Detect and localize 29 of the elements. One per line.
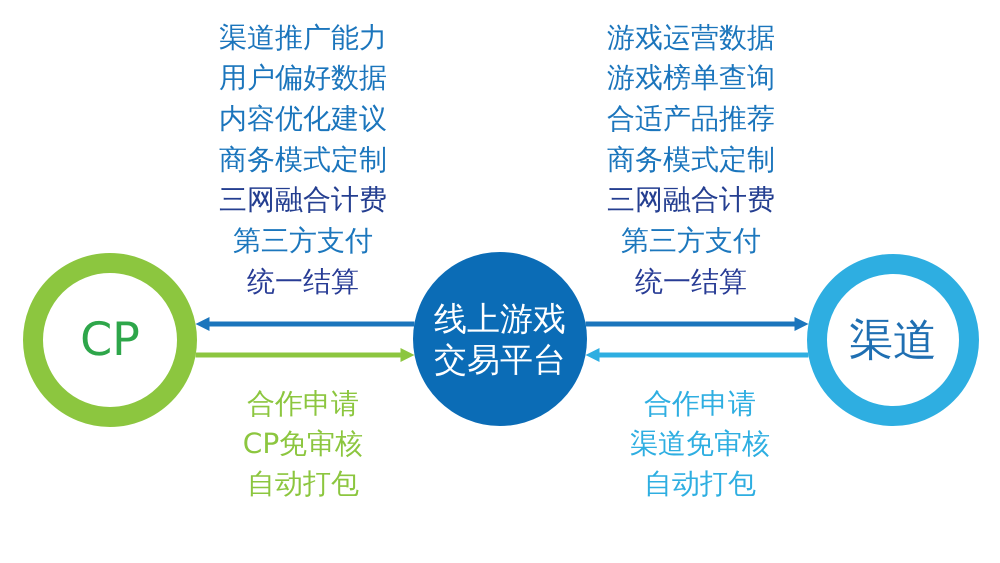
list-text: 三网融合计费	[607, 183, 775, 217]
list-text: 渠道推广能力	[219, 21, 387, 55]
node-label: 渠道	[849, 314, 937, 368]
arrow	[196, 348, 414, 362]
arrow	[586, 348, 808, 362]
list-text: 游戏榜单查询	[607, 61, 775, 95]
list-text: 自动打包	[644, 467, 756, 501]
list-text: 统一结算	[247, 265, 359, 299]
list-text: 三网融合计费	[219, 183, 387, 217]
list-text: 统一结算	[635, 265, 747, 299]
list-text: 第三方支付	[621, 224, 761, 258]
list-text: 用户偏好数据	[219, 61, 387, 95]
node-label: 线上游戏交易平台	[432, 298, 567, 380]
list-text: 合适产品推荐	[607, 102, 775, 136]
circle-node	[23, 253, 197, 427]
list-text: 第三方支付	[233, 224, 373, 258]
list-text: 合作申请	[247, 387, 359, 421]
arrow	[196, 317, 414, 331]
list-text: 商务模式定制	[219, 143, 387, 177]
circle-node	[807, 254, 979, 426]
list-text: 合作申请	[644, 387, 756, 421]
list-text: 渠道免审核	[630, 427, 770, 461]
list-text: 内容优化建议	[219, 102, 387, 136]
list-text: 自动打包	[247, 467, 359, 501]
list-text: CP免审核	[242, 427, 364, 461]
list-text: 游戏运营数据	[607, 21, 775, 55]
arrow	[586, 317, 808, 331]
node-label: CP	[80, 311, 140, 368]
list-text: 商务模式定制	[607, 143, 775, 177]
